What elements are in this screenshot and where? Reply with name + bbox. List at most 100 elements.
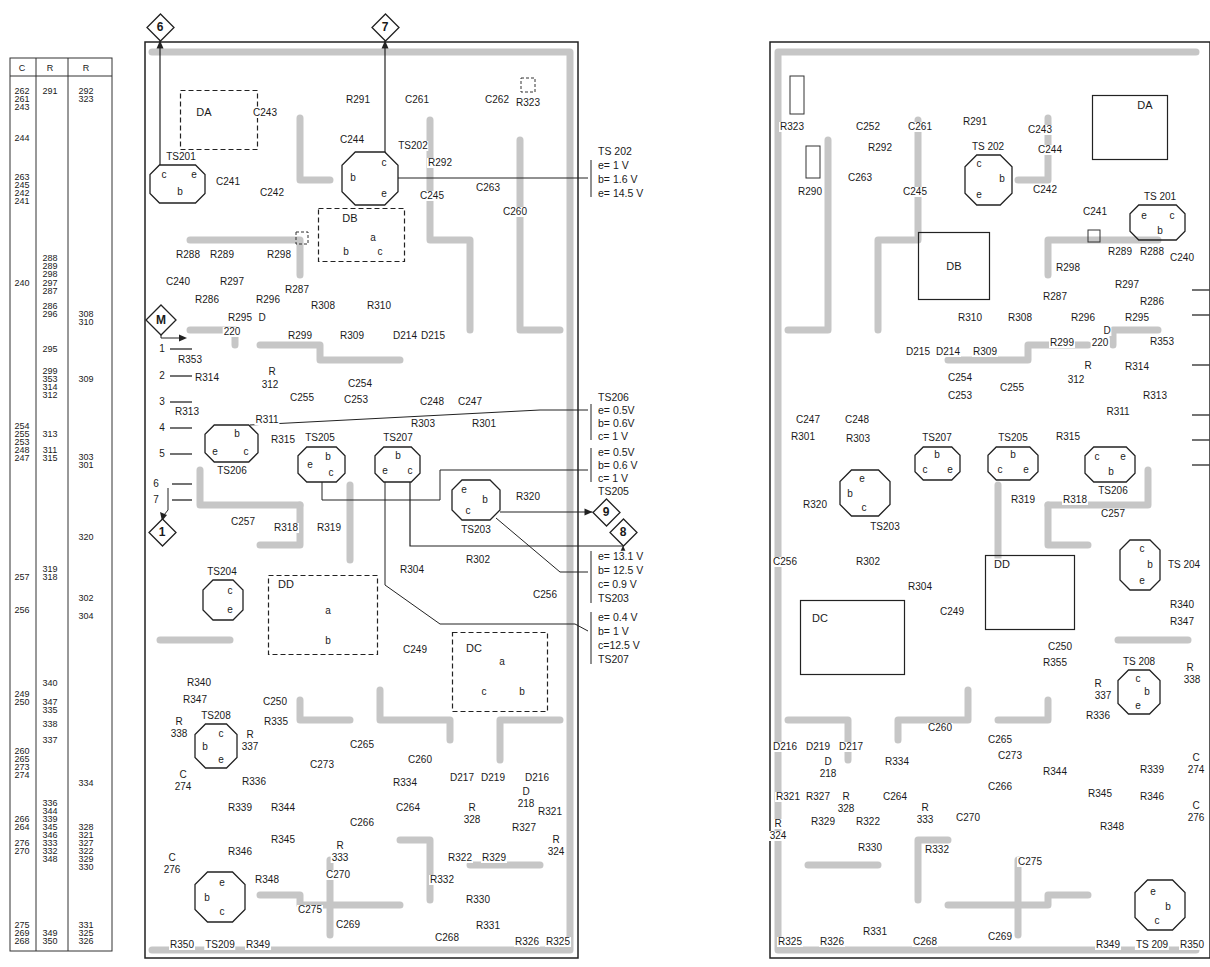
pin-letter: e xyxy=(946,465,954,475)
component-label: R321 xyxy=(537,807,563,817)
component-label: 328 xyxy=(837,804,856,814)
voltage-note: TS207 xyxy=(597,654,630,665)
component-label: C241 xyxy=(215,177,241,187)
component-label: 312 xyxy=(261,380,280,390)
pin-stub xyxy=(170,401,192,403)
component-label: R308 xyxy=(1007,313,1033,323)
pin-letter: e xyxy=(218,878,226,888)
table-cell: 256 xyxy=(13,606,30,615)
pin-number: 2 xyxy=(158,371,166,381)
arrow-head xyxy=(157,41,164,49)
component-label: R xyxy=(335,841,344,851)
component-label: R325 xyxy=(545,937,571,947)
pin-stub xyxy=(170,453,192,455)
component-label: R301 xyxy=(790,432,816,442)
pin-number: 6 xyxy=(152,479,160,489)
component-label: R319 xyxy=(1010,495,1036,505)
pin-letter: c xyxy=(465,506,472,516)
table-cell: R xyxy=(46,64,55,73)
pin-letter: b xyxy=(349,173,357,183)
component-label: R330 xyxy=(857,843,883,853)
transistor-name: TS 204 xyxy=(1167,560,1201,570)
pin-letter: c xyxy=(218,729,225,739)
component-label: C261 xyxy=(404,95,430,105)
pin-letter: b xyxy=(481,495,489,505)
resistor-symbol xyxy=(296,232,308,244)
box-outline xyxy=(1093,96,1168,160)
component-label: 276 xyxy=(1187,813,1206,823)
pin-stub xyxy=(170,348,192,350)
pin-letter: b xyxy=(394,451,402,461)
component-label: D xyxy=(521,787,530,797)
box-outline xyxy=(453,633,548,712)
table-cell: 274 xyxy=(13,771,30,780)
pin-letter: e xyxy=(1138,576,1146,586)
table-cell: 250 xyxy=(13,698,30,707)
component-label: R xyxy=(267,367,276,377)
component-label: 338 xyxy=(1183,675,1202,685)
transformer-box: DBabc xyxy=(318,208,405,262)
pin-letter: e xyxy=(1134,701,1142,711)
voltage-note: b= 0.6 V xyxy=(597,460,638,471)
voltage-note: TS 202 xyxy=(597,146,633,157)
component-label: C240 xyxy=(1169,253,1195,263)
component-label: C254 xyxy=(347,379,373,389)
pin-letter: e xyxy=(211,447,219,457)
connector-line xyxy=(384,41,385,153)
table-cell: 326 xyxy=(77,937,94,946)
component-label: R309 xyxy=(972,347,998,357)
component-label: R326 xyxy=(819,937,845,947)
transistor-name: TS202 xyxy=(397,141,428,151)
component-label: R334 xyxy=(392,778,418,788)
board-outline xyxy=(770,42,1210,958)
table-cell: 287 xyxy=(41,287,58,296)
component-label: R340 xyxy=(186,678,212,688)
pin-letter: b xyxy=(1009,450,1017,460)
component-label: R315 xyxy=(1055,432,1081,442)
transformer-name: DB xyxy=(945,261,962,272)
pin-letter: c xyxy=(1169,211,1176,221)
arrow-head xyxy=(382,41,389,49)
outline-shape xyxy=(180,90,258,150)
component-label: R329 xyxy=(810,817,836,827)
octagon-outline xyxy=(1120,540,1160,590)
component-label: R349 xyxy=(1095,940,1121,950)
component-label: D214 xyxy=(935,347,961,357)
component-label: R291 xyxy=(345,95,371,105)
component-label: R323 xyxy=(779,122,805,132)
component-label: R348 xyxy=(254,875,280,885)
diamond-outline xyxy=(593,499,620,526)
pin-letter: b xyxy=(1143,687,1151,697)
diamond-outline xyxy=(372,14,399,41)
transistor-name: TS 201 xyxy=(1143,192,1177,202)
transistor-name: TS208 xyxy=(200,711,231,721)
component-label: R318 xyxy=(1062,495,1088,505)
table-cell: 291 xyxy=(41,87,58,96)
component-label: C243 xyxy=(252,108,278,118)
component-label: R292 xyxy=(867,143,893,153)
component-label: 220 xyxy=(1091,338,1110,348)
component-label: D217 xyxy=(838,742,864,752)
component-label: R353 xyxy=(1149,337,1175,347)
pin-letter: c xyxy=(381,158,388,168)
pin-letter: b xyxy=(233,429,241,439)
copper-trace xyxy=(520,140,560,330)
box-outline xyxy=(319,209,405,262)
pin-letter: e xyxy=(380,189,388,199)
table-cell: 247 xyxy=(13,454,30,463)
component-label: D219 xyxy=(480,773,506,783)
component-label: C xyxy=(167,853,176,863)
outline-shape xyxy=(318,208,405,262)
component-label: R295 xyxy=(227,313,253,323)
pin-stub xyxy=(1192,314,1210,316)
octagon-outline xyxy=(150,165,205,203)
box-outline xyxy=(181,91,258,150)
pin-stub xyxy=(1192,289,1210,291)
box-outline xyxy=(919,233,990,300)
component-label: D215 xyxy=(420,331,446,341)
voltage-note: c=12.5 V xyxy=(597,640,641,651)
component-label: R331 xyxy=(862,927,888,937)
component-label: C266 xyxy=(987,782,1013,792)
component-label: R329 xyxy=(481,853,507,863)
resistor-symbol xyxy=(790,76,804,114)
